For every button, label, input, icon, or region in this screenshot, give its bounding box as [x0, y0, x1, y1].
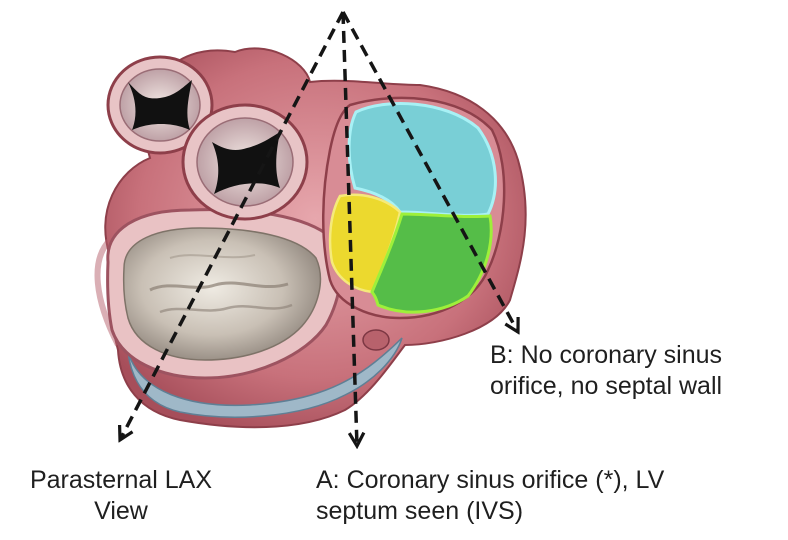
coronary-sinus-orifice — [363, 330, 389, 350]
label-view-b: B: No coronary sinus orifice, no septal … — [490, 340, 722, 402]
label-view-b-line1: B: No coronary sinus — [490, 340, 722, 371]
label-parasternal-lax-line1: Parasternal LAX — [8, 465, 234, 496]
label-view-a-line1: A: Coronary sinus orifice (*), LV — [316, 465, 664, 496]
label-view-a: A: Coronary sinus orifice (*), LV septum… — [316, 465, 664, 527]
label-parasternal-lax: Parasternal LAX View — [8, 465, 234, 527]
label-view-a-line2: septum seen (IVS) — [316, 496, 664, 527]
label-parasternal-lax-line2: View — [8, 496, 234, 527]
label-view-b-line2: orifice, no septal wall — [490, 371, 722, 402]
